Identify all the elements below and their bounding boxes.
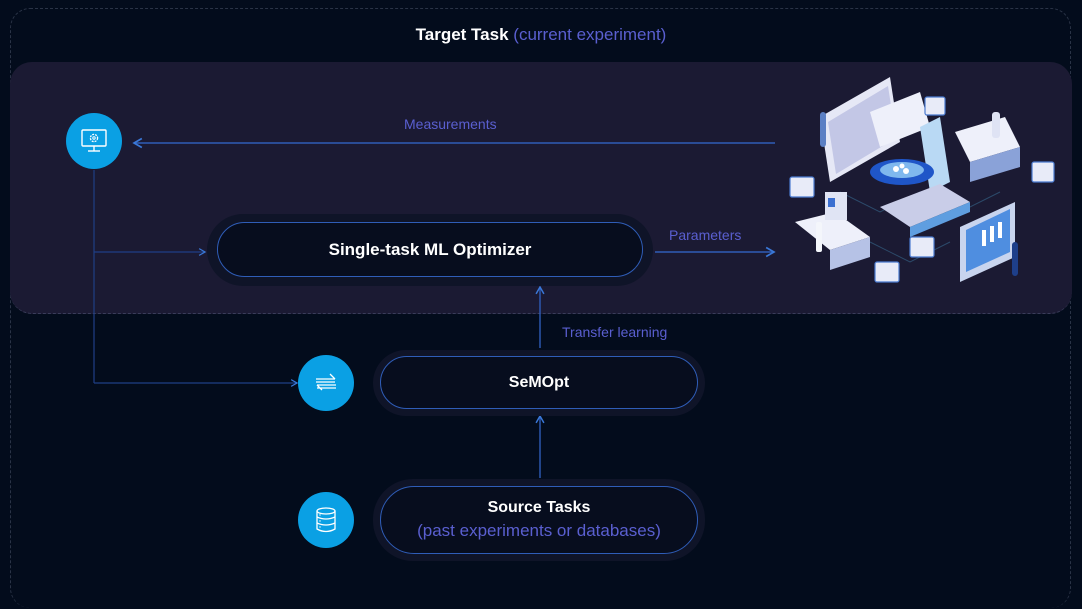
database-node [298, 492, 354, 548]
title-main: Target Task [415, 25, 509, 44]
source-tasks-node: Source Tasks (past experiments or databa… [380, 486, 698, 554]
parameters-label: Parameters [669, 227, 742, 243]
semopt-node: SeMOpt [380, 356, 698, 409]
exchange-node [298, 355, 354, 411]
source-tasks-title: Source Tasks [487, 499, 591, 516]
diagram-title: Target Task (current experiment) [0, 25, 1082, 45]
transfer-learning-label: Transfer learning [562, 324, 668, 340]
monitor-gear-icon [81, 129, 107, 152]
lab-illustration [789, 77, 1055, 283]
optimizer-label: Single-task ML Optimizer [328, 239, 532, 259]
exchange-arrows-icon [316, 373, 336, 391]
experiment-node [66, 113, 122, 169]
semopt-label: SeMOpt [508, 373, 570, 391]
source-tasks-subtitle: (past experiments or databases) [417, 521, 661, 540]
database-icon [316, 507, 336, 533]
measurements-label: Measurements [404, 116, 497, 132]
optimizer-node: Single-task ML Optimizer [217, 222, 643, 277]
title-sub: (current experiment) [513, 25, 667, 44]
target-task-frame [10, 8, 1071, 608]
